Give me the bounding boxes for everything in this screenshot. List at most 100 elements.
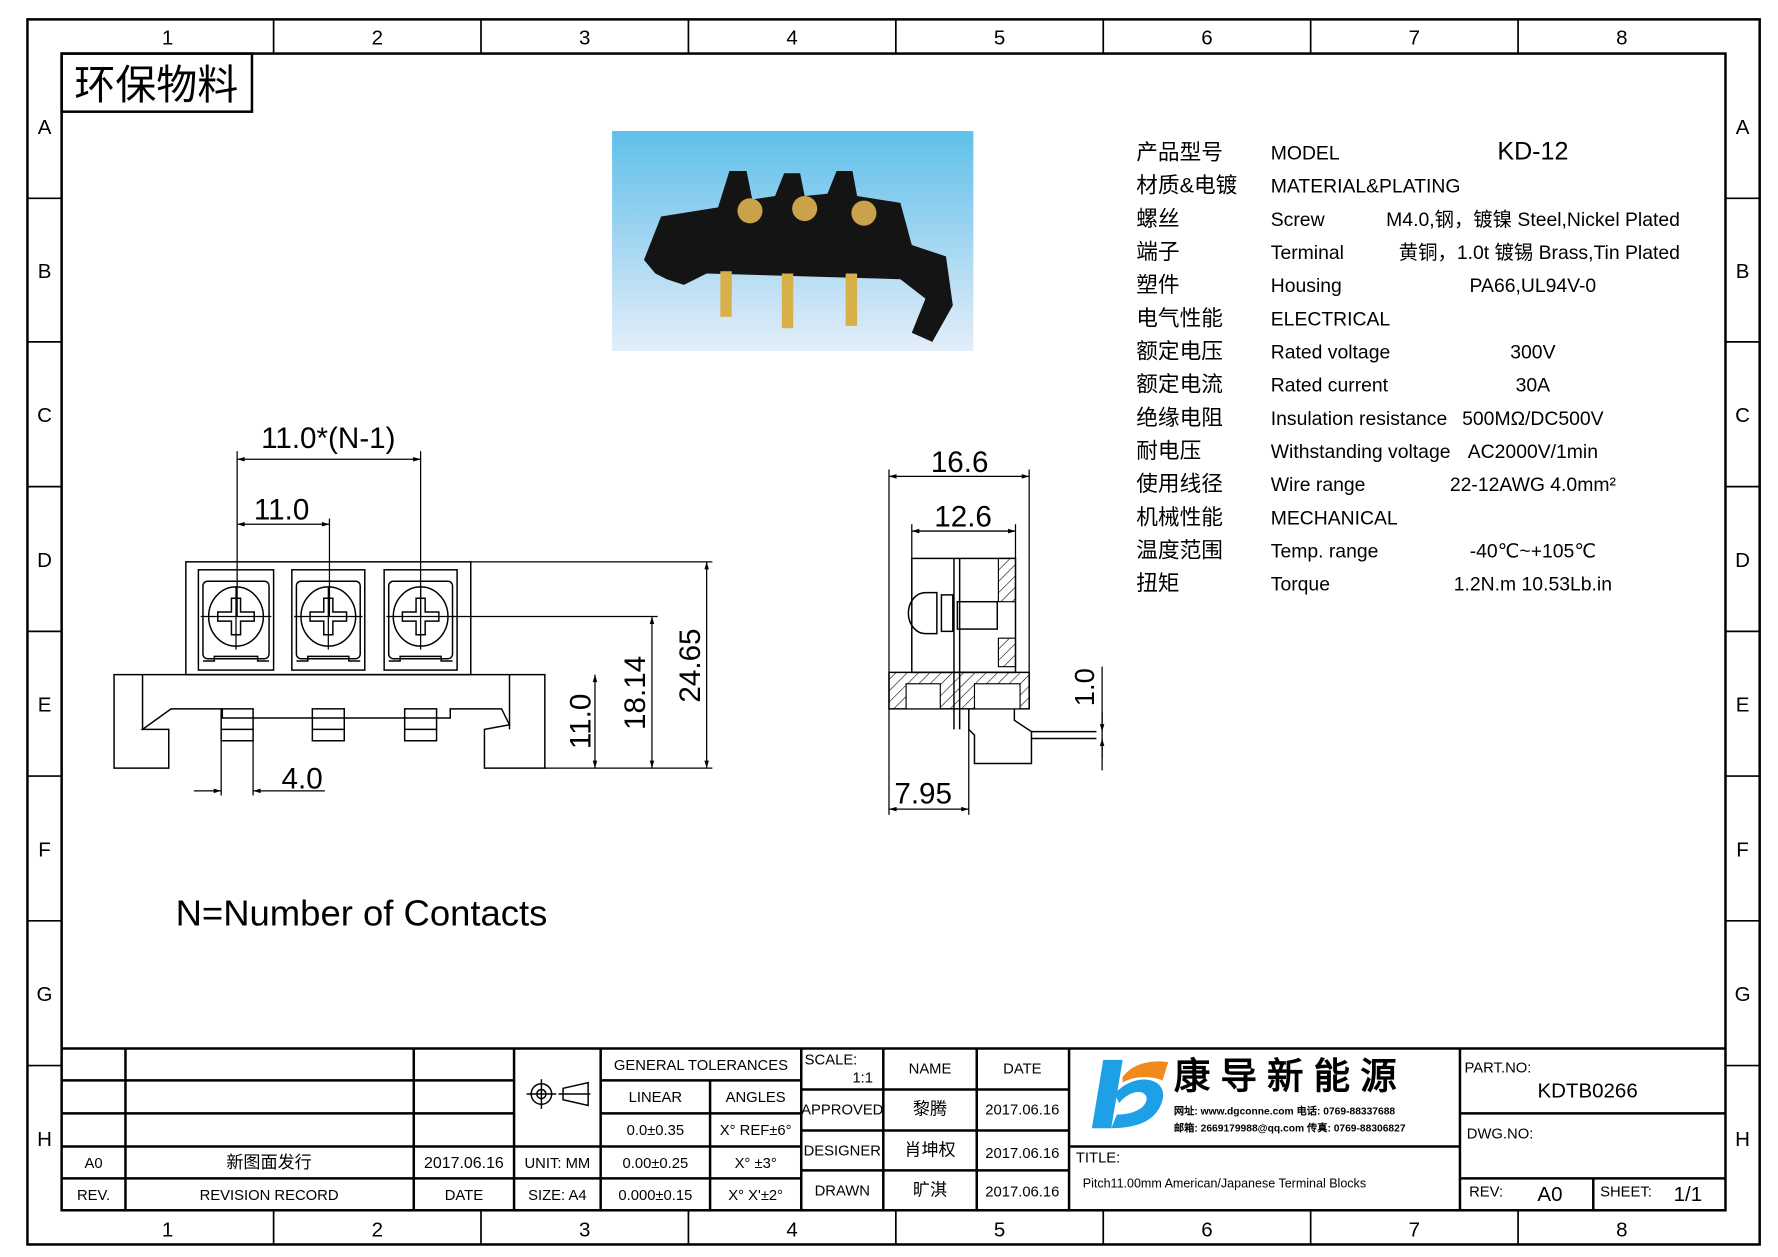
spec-label-cn: 耐电压 [1136, 438, 1201, 463]
column-marker: 3 [579, 1218, 590, 1241]
spec-label-cn: 额定电压 [1136, 339, 1223, 364]
spec-label-cn: 产品型号 [1136, 140, 1223, 165]
approved-name: 黎腾 [913, 1100, 947, 1119]
spec-label-en: Torque [1271, 574, 1330, 596]
dim-width-body: 12.6 [934, 501, 992, 534]
row-marker: A [1736, 116, 1750, 139]
contacts-note: N=Number of Contacts [176, 892, 548, 933]
dwg-no-label: DWG.NO: [1467, 1126, 1534, 1142]
dim-height-base: 11.0 [564, 694, 597, 749]
row-marker: F [38, 838, 51, 861]
row-marker: A [38, 116, 52, 139]
terminal-cell [291, 569, 366, 671]
rev-header: REV. [77, 1188, 110, 1204]
rev-value: A0 [1537, 1183, 1562, 1206]
column-marker: 6 [1201, 1218, 1212, 1241]
linear-tolerance: 0.00±0.25 [623, 1156, 689, 1172]
dim-height-screw: 18.14 [619, 656, 652, 730]
size-label: SIZE: A4 [528, 1188, 586, 1204]
row-marker: H [1735, 1128, 1750, 1151]
spec-label-cn: 塑件 [1136, 272, 1179, 297]
dim-pin-thickness: 1.0 [1069, 668, 1100, 706]
spec-label-en: Terminal [1271, 242, 1344, 264]
row-marker: B [38, 260, 52, 283]
angle-tolerance: X° REF±6° [720, 1123, 792, 1139]
spec-row: 端子 Terminal 黄铜，1.0t 镀锡 Brass,Tin Plated [1136, 239, 1680, 264]
name-header: NAME [909, 1062, 952, 1078]
row-marker: D [37, 549, 52, 572]
designer-label: DESIGNER [804, 1144, 881, 1160]
rev-label: REV: [1469, 1185, 1503, 1201]
company-contact-line1: 网址: www.dgconne.com 电话: 0769-88337688 [1174, 1105, 1396, 1118]
projection-symbol-icon [526, 1079, 591, 1109]
column-marker: 5 [994, 26, 1005, 49]
spec-label-cn: 绝缘电阻 [1136, 405, 1223, 430]
spec-label-cn: 材质&电镀 [1136, 173, 1237, 198]
spec-label-en: MODEL [1271, 143, 1340, 165]
part-no: KDTB0266 [1537, 1079, 1637, 1102]
column-marker: 8 [1616, 26, 1627, 49]
row-marker: B [1736, 260, 1750, 283]
angle-tolerance: X° X'±2° [728, 1188, 783, 1204]
spec-value: M4.0,钢，镀镍 Steel,Nickel Plated [1386, 209, 1680, 231]
row-marker: G [1735, 983, 1751, 1006]
designer-date: 2017.06.16 [985, 1146, 1059, 1162]
sheet-value: 1/1 [1674, 1183, 1703, 1206]
title-block: A0 新图面发行 2017.06.16 REV. REVISION RECORD D… [61, 1047, 1726, 1211]
eco-material-stamp: 环保物料 [60, 52, 254, 113]
stamp-text: 环保物料 [74, 62, 238, 108]
spec-label-cn: 螺丝 [1136, 206, 1179, 231]
approved-label: APPROVED [801, 1103, 883, 1119]
company-name: 康 导 新 能 源 [1174, 1055, 1397, 1096]
revision-record-header: REVISION RECORD [200, 1188, 339, 1204]
tolerances-header: GENERAL TOLERANCES [614, 1058, 788, 1074]
approved-date: 2017.06.16 [985, 1103, 1059, 1119]
drawn-name: 旷淇 [913, 1180, 947, 1199]
spec-value: -40℃~+105℃ [1470, 541, 1596, 563]
linear-tolerance: 0.0±0.35 [627, 1123, 685, 1139]
spec-value: 黄铜，1.0t 镀锡 Brass,Tin Plated [1399, 242, 1680, 264]
spec-label-en: Wire range [1271, 474, 1366, 496]
spec-label-cn: 额定电流 [1136, 372, 1223, 397]
spec-label-cn: 机械性能 [1136, 504, 1223, 529]
product-photo [612, 131, 974, 352]
revision-rev: A0 [84, 1156, 102, 1172]
dim-pitch: 11.0 [254, 494, 309, 527]
angle-tolerance: X° ±3° [735, 1156, 777, 1172]
spec-value: 30A [1516, 375, 1551, 397]
column-marker: 7 [1409, 26, 1420, 49]
spec-value: PA66,UL94V-0 [1470, 275, 1597, 297]
row-marker: D [1735, 549, 1750, 572]
spec-label-cn: 端子 [1136, 239, 1179, 264]
linear-header: LINEAR [629, 1090, 682, 1106]
spec-label-en: Rated current [1271, 375, 1389, 397]
spec-label-cn: 使用线径 [1136, 471, 1223, 496]
angles-header: ANGLES [726, 1090, 786, 1106]
dim-height-total: 24.65 [674, 628, 707, 702]
column-marker: 6 [1201, 26, 1212, 49]
row-marker: F [1736, 838, 1749, 861]
company-logo [1091, 1059, 1169, 1129]
column-marker: 2 [372, 1218, 383, 1241]
spec-label-cn: 电气性能 [1136, 305, 1223, 330]
spec-value: AC2000V/1min [1468, 441, 1598, 463]
revision-record: 新图面发行 [226, 1153, 311, 1172]
spec-row: 额定电流 Rated current 30A [1136, 372, 1550, 397]
part-no-label: PART.NO: [1465, 1060, 1532, 1076]
column-marker: 1 [162, 26, 173, 49]
drawn-date: 2017.06.16 [985, 1185, 1059, 1201]
row-marker: E [38, 694, 52, 717]
row-marker: C [37, 404, 52, 427]
dim-width-total: 16.6 [931, 446, 989, 479]
side-view-drawing: 16.6 12.6 7.95 1.0 [888, 446, 1105, 815]
